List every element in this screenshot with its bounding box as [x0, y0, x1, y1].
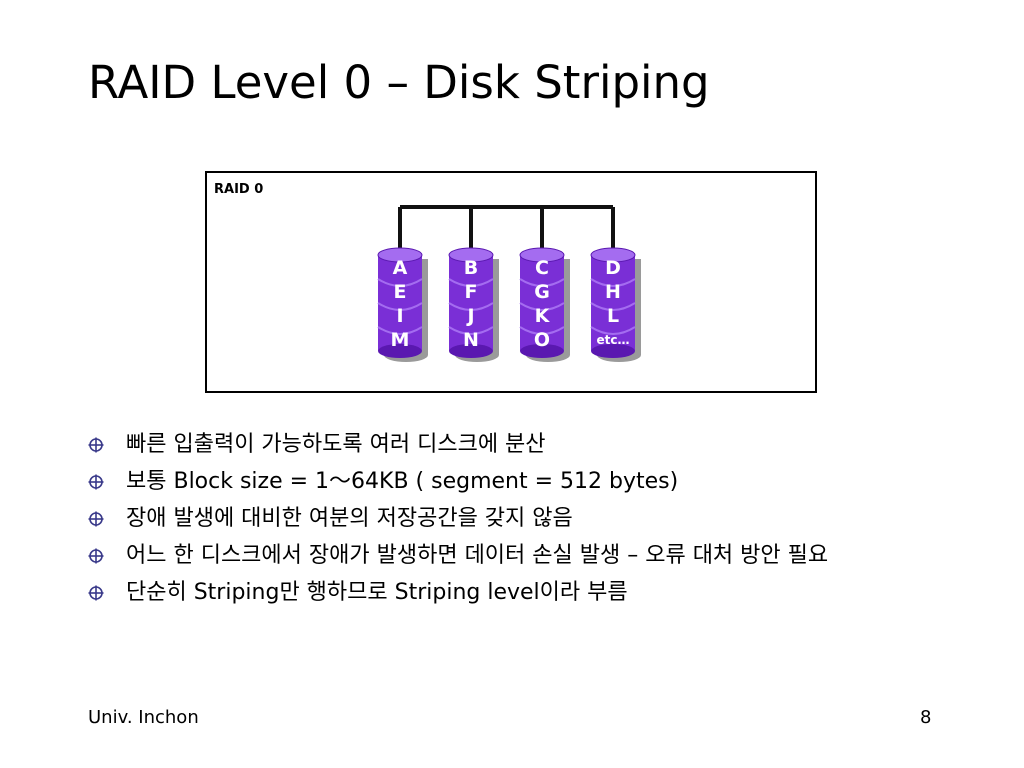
disk-block-label: O: [534, 329, 550, 351]
bullet-text: 어느 한 디스크에서 장애가 발생하면 데이터 손실 발생 – 오류 대처 방안…: [126, 543, 829, 568]
disk-top: [448, 247, 494, 263]
bullet-item: 어느 한 디스크에서 장애가 발생하면 데이터 손실 발생 – 오류 대처 방안…: [88, 539, 948, 573]
disk-block-label: A: [393, 257, 408, 279]
bullet-item: 단순히 Striping만 행하므로 Striping level이라 부름: [88, 576, 948, 610]
diagram-label: RAID 0: [214, 182, 263, 197]
disk-top: [377, 247, 423, 263]
bullet-item: 장애 발생에 대비한 여분의 저장공간을 갖지 않음: [88, 502, 948, 536]
disk-block-label: H: [605, 281, 621, 303]
disk-block-label: I: [396, 305, 403, 327]
disk-bottom: [378, 344, 422, 358]
disk-segment-divider: [377, 278, 423, 287]
slide-title: RAID Level 0 – Disk Striping: [88, 56, 710, 109]
bullet-text: 단순히 Striping만 행하므로 Striping level이라 부름: [126, 580, 628, 605]
disk-segment-divider: [590, 278, 636, 287]
disk-block-label: B: [464, 257, 478, 279]
disk-segment-divider: [448, 278, 494, 287]
disk-segment-divider: [519, 326, 565, 335]
bullet-item: 보통 Block size = 1～64KB ( segment = 512 b…: [88, 465, 948, 499]
disk-top: [519, 247, 565, 263]
disk-block-label: C: [535, 257, 549, 279]
disk-bottom: [449, 344, 493, 358]
disk-segment-divider: [590, 302, 636, 311]
disk-block-label: D: [605, 257, 621, 279]
disk-top: [590, 247, 636, 263]
crosshair-bullet-icon: [88, 474, 104, 490]
disk-bottom: [520, 344, 564, 358]
bullet-text: 장애 발생에 대비한 여분의 저장공간을 갖지 않음: [126, 506, 573, 531]
bullet-text: 빠른 입출력이 가능하도록 여러 디스크에 분산: [126, 432, 546, 457]
crosshair-bullet-icon: [88, 437, 104, 453]
crosshair-bullet-icon: [88, 585, 104, 601]
disk-segment-divider: [519, 278, 565, 287]
crosshair-bullet-icon: [88, 548, 104, 564]
disk-segment-divider: [377, 302, 423, 311]
disk-block-label: G: [534, 281, 550, 303]
disk-block-label: F: [465, 281, 478, 303]
bullet-list: 빠른 입출력이 가능하도록 여러 디스크에 분산 보통 Block size =…: [88, 428, 948, 613]
footer-affiliation: Univ. Inchon: [88, 707, 199, 728]
disk-block-label: J: [465, 305, 474, 327]
disk-block-label: M: [391, 329, 410, 351]
bullet-item: 빠른 입출력이 가능하도록 여러 디스크에 분산: [88, 428, 948, 462]
disk-block-label: L: [607, 305, 619, 327]
disk-block-label: K: [535, 305, 551, 327]
disk-segment-divider: [519, 302, 565, 311]
disk-block-label: etc…: [597, 333, 630, 347]
crosshair-bullet-icon: [88, 511, 104, 527]
disk-segment-divider: [377, 326, 423, 335]
disk-segment-divider: [448, 326, 494, 335]
page-number: 8: [920, 707, 932, 728]
disk-block-label: E: [394, 281, 407, 303]
disk-segment-divider: [448, 302, 494, 311]
bullet-text: 보통 Block size = 1～64KB ( segment = 512 b…: [126, 469, 679, 494]
disk-bottom: [591, 344, 635, 358]
disk-segment-divider: [590, 326, 636, 335]
disk-block-label: N: [463, 329, 479, 351]
